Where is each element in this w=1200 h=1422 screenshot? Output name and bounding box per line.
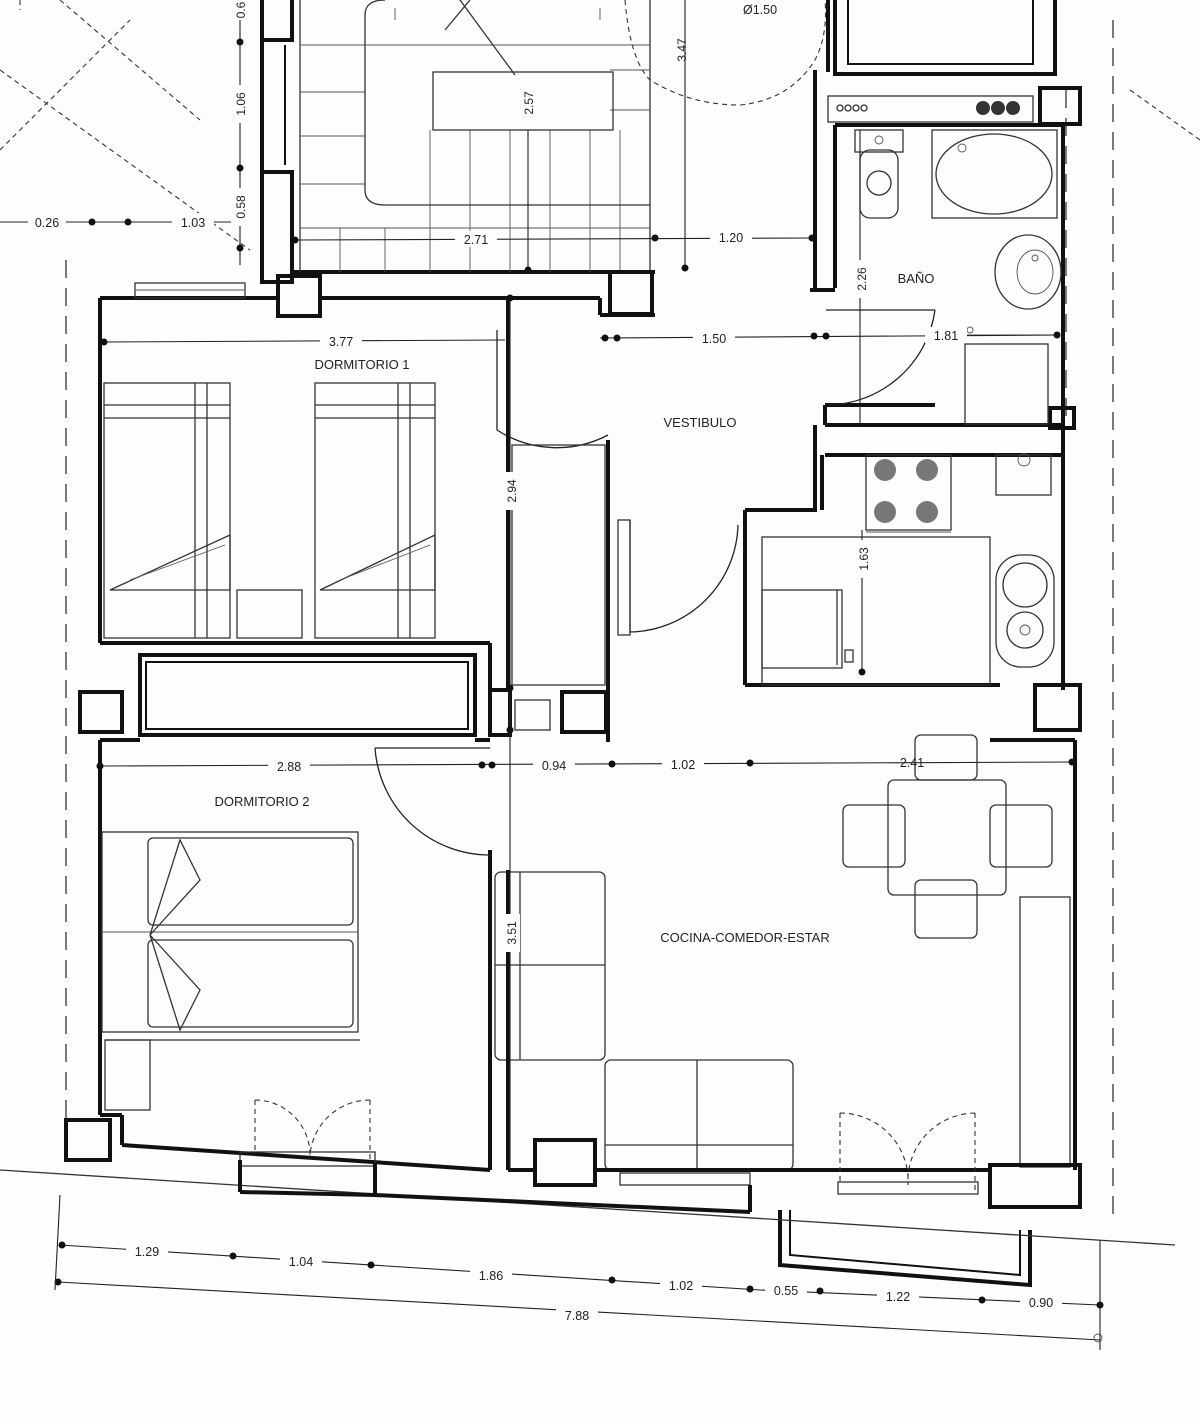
- upper-utility: [826, 0, 1082, 126]
- bed-right: [314, 382, 436, 639]
- dim-v-2-57: 2.57: [522, 91, 536, 115]
- hob-icon: [865, 454, 952, 533]
- dim-circle: Ø1.50: [743, 3, 777, 17]
- sink-icon: [995, 554, 1055, 668]
- dim-b-1-86: 1.86: [479, 1269, 503, 1283]
- room-label-vestibulo: VESTIBULO: [664, 415, 737, 430]
- dim-1-50: 1.50: [702, 332, 726, 346]
- dim-v-1-06: 1.06: [234, 92, 248, 116]
- facade-line: [0, 1169, 1176, 1246]
- dim-b-1-04: 1.04: [289, 1255, 313, 1269]
- bathroom-door: [826, 309, 936, 406]
- bedroom1-door: [496, 330, 609, 449]
- vertical-dimension-labels: 0.6 1.06 0.58 2.57 3.47 2.26 2.94 1.63 3…: [231, 0, 872, 952]
- washing-machine-icon: [964, 326, 1060, 425]
- hob-small: [836, 101, 1020, 115]
- dim-v-0-58: 0.58: [234, 195, 248, 219]
- stair-treads: [300, 0, 650, 272]
- kitchen-door: [629, 520, 739, 633]
- counter: [761, 536, 991, 686]
- dim-0-26: 0.26: [35, 216, 59, 230]
- dim-v-2-26: 2.26: [855, 267, 869, 291]
- dim-b-7-88: 7.88: [565, 1309, 589, 1323]
- dim-v-2-94: 2.94: [505, 479, 519, 503]
- dim-v-0-6: 0.6: [234, 1, 248, 18]
- bathroom: [810, 70, 1076, 430]
- dimension-lines: [0, 0, 1104, 1350]
- room-label-dormitorio-1: DORMITORIO 1: [314, 357, 409, 372]
- double-bed: [101, 831, 359, 1033]
- dim-v-3-51: 3.51: [505, 921, 519, 945]
- toilet-icon: [854, 129, 904, 219]
- dimension-labels: 0.26 1.03 2.71 1.20 Ø1.50 3.77 1.50 1.81…: [28, 3, 1062, 1323]
- dim-b-0-55: 0.55: [774, 1284, 798, 1298]
- corridor-wardrobes: [488, 298, 739, 737]
- fridge-icon: [995, 453, 1052, 496]
- dim-1-20: 1.20: [719, 231, 743, 245]
- dim-b-1-22: 1.22: [886, 1290, 910, 1304]
- window-living: [619, 1112, 979, 1195]
- balcony: [778, 1210, 1032, 1288]
- dim-b-1-02: 1.02: [669, 1279, 693, 1293]
- stairwell: [260, 0, 827, 284]
- bed-left: [103, 382, 303, 639]
- dim-1-02-top: 1.02: [671, 758, 695, 772]
- dining-table: [842, 734, 1053, 939]
- dim-2-71: 2.71: [464, 233, 488, 247]
- dim-b-0-90: 0.90: [1029, 1296, 1053, 1310]
- dim-0-94: 0.94: [542, 759, 566, 773]
- kitchen-living: [494, 425, 1082, 1288]
- sofa-left: [494, 871, 606, 1061]
- washbasin-icon: [994, 234, 1062, 310]
- bedroom2-door: [374, 747, 491, 856]
- dim-2-88: 2.88: [277, 760, 301, 774]
- sofa-bottom: [604, 1059, 794, 1171]
- dim-b-1-29: 1.29: [135, 1245, 159, 1259]
- room-label-cocina-comedor-estar: COCINA-COMEDOR-ESTAR: [660, 930, 829, 945]
- dim-1-03: 1.03: [181, 216, 205, 230]
- window-bedroom1: [134, 282, 246, 299]
- room-label-dormitorio-2: DORMITORIO 2: [214, 794, 309, 809]
- dim-v-1-63: 1.63: [857, 547, 871, 571]
- bedroom-2: [64, 653, 492, 1172]
- dim-3-77: 3.77: [329, 335, 353, 349]
- turning-circle: [624, 0, 827, 106]
- dim-v-3-47: 3.47: [675, 38, 689, 62]
- dim-2-41: 2.41: [900, 756, 924, 770]
- bathtub-icon: [931, 129, 1058, 219]
- dim-1-81: 1.81: [934, 329, 958, 343]
- room-label-bano: BAÑO: [898, 271, 935, 286]
- cabinet: [1019, 896, 1071, 1168]
- window-bedroom2: [239, 1099, 376, 1167]
- bedroom-1: [98, 270, 655, 645]
